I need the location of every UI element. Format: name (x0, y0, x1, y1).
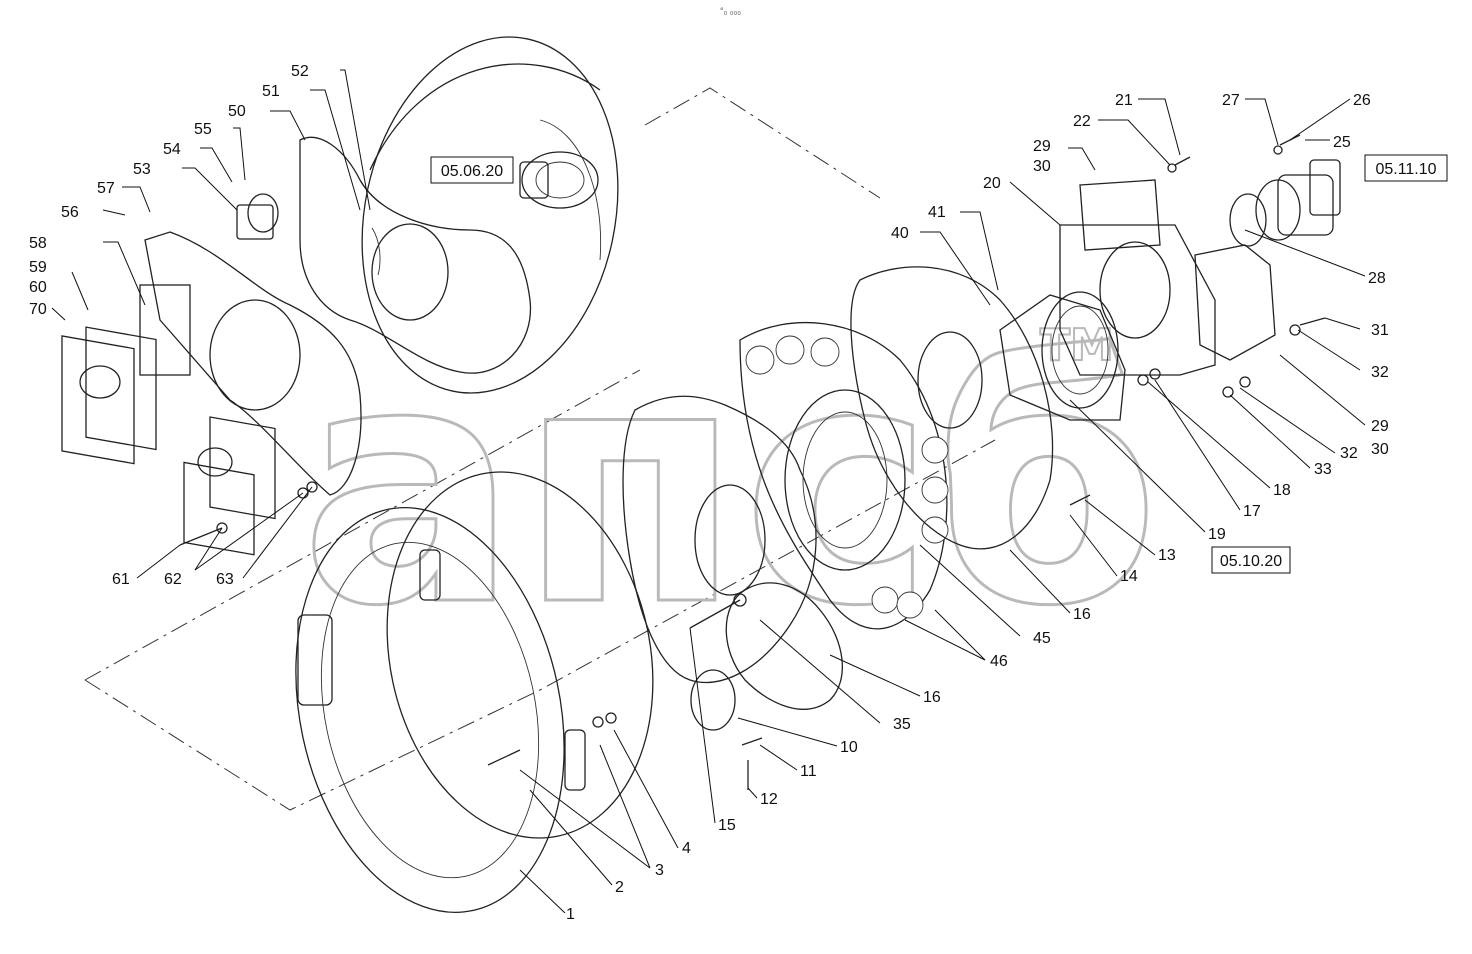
callout-62: 62 (164, 571, 182, 588)
callout-20: 20 (983, 175, 1001, 192)
callout-30b: 30 (1371, 441, 1389, 458)
assembly-boundary (84, 87, 996, 811)
callout-57: 57 (97, 180, 115, 197)
callout-60: 60 (29, 279, 47, 296)
callout-50: 50 (228, 103, 246, 120)
callout-33: 33 (1314, 461, 1332, 478)
callout-55: 55 (194, 121, 212, 138)
callout-15: 15 (718, 817, 736, 834)
callout-51: 51 (262, 83, 280, 100)
callout-29a: 29 (1033, 138, 1051, 155)
callout-46: 46 (990, 653, 1008, 670)
callout-4: 4 (682, 840, 691, 857)
callout-30a: 30 (1033, 158, 1051, 175)
leader-lines (51, 69, 1366, 914)
callout-11: 11 (800, 763, 817, 780)
reference-box-05-11-10[interactable]: 05.11.10 (1364, 154, 1448, 182)
callout-27: 27 (1222, 92, 1240, 109)
callout-19: 19 (1208, 526, 1226, 543)
callout-29b: 29 (1371, 418, 1389, 435)
svg-text:05.10.20: 05.10.20 (1220, 553, 1282, 570)
callout-28: 28 (1368, 270, 1386, 287)
cover-53 (236, 193, 279, 240)
bearing-block-61 (183, 416, 276, 556)
motor-housing (1194, 244, 1276, 361)
callout-1: 1 (566, 906, 575, 923)
callout-13: 13 (1158, 547, 1176, 564)
reference-box-05-06-20[interactable]: 05.06.20 (430, 156, 514, 184)
hub-19 (999, 291, 1126, 421)
callout-3a: 3 (655, 862, 664, 879)
callout-32a: 32 (1371, 364, 1389, 381)
watermark: апсб TM (299, 293, 1162, 680)
callout-52: 52 (291, 63, 309, 80)
housing-ring-top (361, 36, 619, 394)
gasket-left (622, 395, 817, 684)
callout-18: 18 (1273, 482, 1291, 499)
back-plate (144, 231, 362, 496)
callout-10: 10 (840, 739, 858, 756)
callout-14: 14 (1120, 568, 1138, 585)
callout-40: 40 (891, 225, 909, 242)
svg-text:05.11.10: 05.11.10 (1375, 161, 1436, 178)
callout-31: 31 (1371, 322, 1389, 339)
svg-text:TM: TM (1040, 320, 1114, 371)
callout-22: 22 (1073, 113, 1091, 130)
bolts (179, 134, 1326, 790)
callout-21: 21 (1115, 92, 1133, 109)
bearing-block-58 (61, 284, 191, 465)
callout-56: 56 (61, 204, 79, 221)
callout-32b: 32 (1340, 445, 1358, 462)
svg-text:05.06.20: 05.06.20 (441, 163, 503, 180)
callout-54: 54 (163, 141, 181, 158)
callout-16b: 16 (923, 689, 941, 706)
svg-text:апсб: апсб (300, 294, 1160, 678)
callout-63: 63 (216, 571, 234, 588)
reference-box-05-10-20[interactable]: 05.10.20 (1211, 546, 1291, 574)
callout-45: 45 (1033, 630, 1051, 647)
callout-25: 25 (1333, 134, 1351, 151)
bearing-assembly (519, 151, 599, 209)
ring-gear-45 (784, 389, 906, 571)
callout-61: 61 (112, 571, 130, 588)
plate-50 (299, 136, 532, 374)
callout-58: 58 (29, 235, 47, 252)
callouts: 1 2 3 3 4 10 11 12 13 14 15 16 16 17 18 … (29, 63, 1389, 923)
gasket-16-right (850, 266, 1054, 550)
frame-20 (1059, 179, 1216, 376)
callout-2: 2 (615, 879, 624, 896)
callout-17: 17 (1243, 503, 1261, 520)
header-mark: °₀ ₀₀₀ (720, 6, 741, 16)
callout-53: 53 (133, 161, 151, 178)
gasket-16 (725, 582, 843, 710)
callout-12: 12 (760, 791, 778, 808)
callout-35: 35 (893, 716, 911, 733)
callout-70: 70 (29, 301, 47, 318)
callout-59: 59 (29, 259, 47, 276)
callout-41: 41 (928, 204, 946, 221)
motor-25 (1229, 159, 1341, 247)
callout-26: 26 (1353, 92, 1371, 109)
planet-plate-46 (739, 322, 949, 630)
callout-16a: 16 (1073, 606, 1091, 623)
